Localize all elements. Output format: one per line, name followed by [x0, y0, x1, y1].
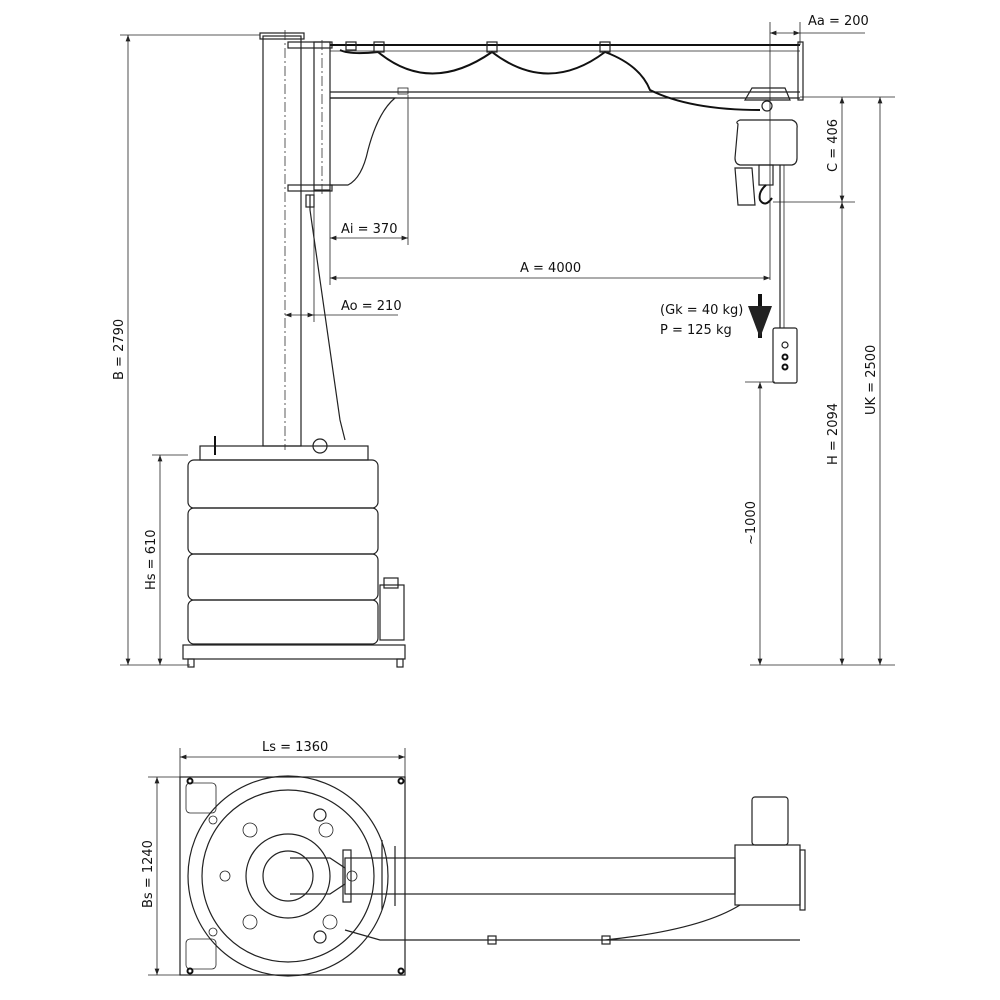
control-cable — [309, 195, 346, 441]
cable-clamps — [345, 41, 611, 53]
dim-aa: Aa = 200 — [808, 14, 869, 29]
boom-plan — [344, 857, 736, 895]
dim-uk: UK = 2500 — [864, 345, 879, 415]
dim-c: C = 406 — [826, 119, 841, 172]
dim-hs: Hs = 610 — [144, 529, 159, 590]
dim-a: A = 4000 — [520, 261, 581, 276]
plan-view: Ls = 1360 Bs = 1240 — [141, 740, 806, 977]
dim-h: H = 2094 — [826, 403, 841, 465]
festoon-cable — [339, 49, 761, 111]
ballast-ring — [187, 775, 389, 977]
plan-cable — [344, 904, 800, 941]
dead-weight-label: (Gk = 40 kg) — [660, 303, 743, 318]
dim-ai: Ai = 370 — [341, 222, 397, 237]
boom-bracket — [330, 97, 397, 186]
column — [262, 35, 302, 447]
dim-ls: Ls = 1360 — [262, 740, 328, 755]
dim-b: B = 2790 — [112, 319, 127, 380]
base-plate — [179, 776, 406, 976]
side-view: (Gk = 40 kg) P = 125 kg — [182, 30, 804, 668]
dim-bs: Bs = 1240 — [141, 840, 156, 908]
chain-hoist — [734, 87, 798, 328]
upper-rail — [330, 44, 800, 52]
dim-approx-1000: ~1000 — [744, 501, 759, 545]
load-capacity-label: P = 125 kg — [660, 323, 732, 338]
dimensions: B = 2790 Hs = 610 Aa = 200 C = 406 H = 2… — [112, 14, 895, 666]
dim-ao: Ao = 210 — [341, 299, 402, 314]
pendant-control — [772, 327, 798, 384]
base-ballast — [182, 436, 406, 668]
hoist-plan — [734, 796, 806, 911]
